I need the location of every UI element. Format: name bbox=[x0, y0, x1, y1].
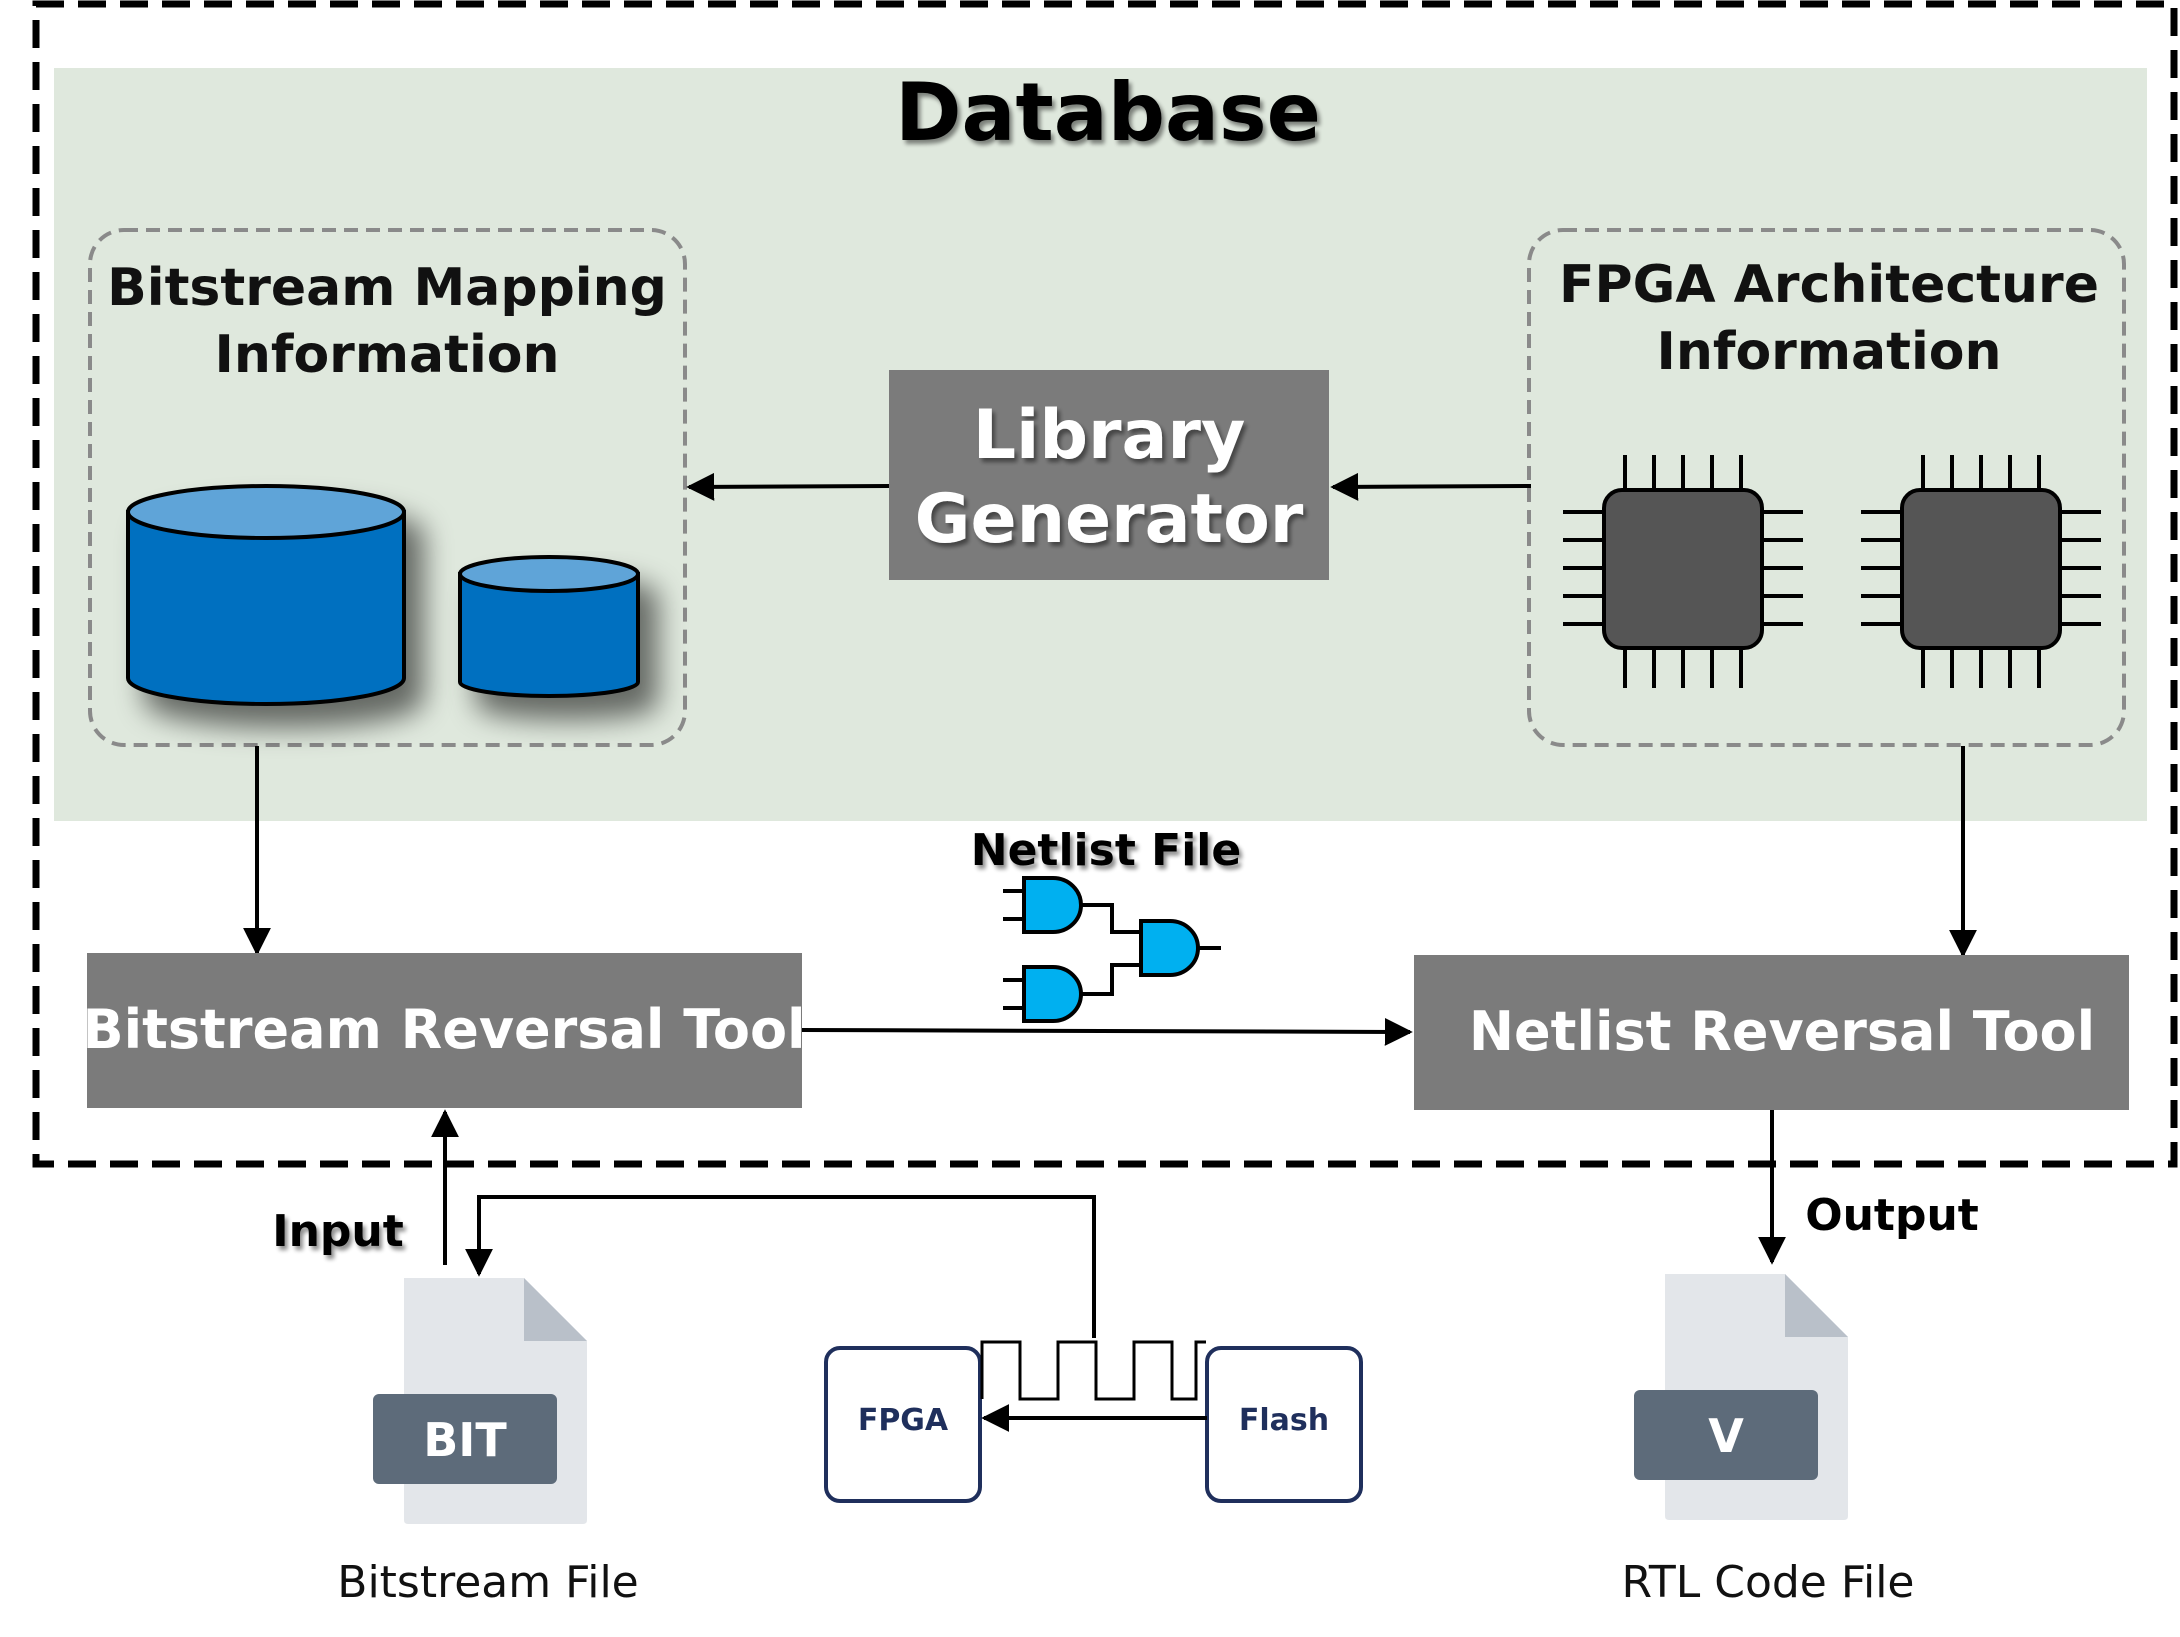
fpga-architecture-box bbox=[1527, 228, 2126, 747]
chip-icon bbox=[1861, 455, 2101, 688]
chip-icon bbox=[1563, 455, 1803, 688]
bitstream-reversal-tool-label: Bitstream Reversal Tool bbox=[82, 998, 805, 1061]
bitstream-reversal-tool-box bbox=[87, 953, 802, 1108]
system-boundary bbox=[32, 0, 2178, 1168]
library-generator-label-line1: Library bbox=[973, 396, 1246, 475]
v-file-icon bbox=[1634, 1274, 1848, 1520]
bitstream-mapping-box bbox=[88, 228, 687, 747]
input-label: Input bbox=[272, 1206, 404, 1257]
arrow-flash-to-bitstream-file bbox=[465, 1195, 1096, 1338]
database-title: Database bbox=[895, 66, 1321, 159]
library-generator-label-line2: Generator bbox=[915, 480, 1304, 559]
logic-gates-icon bbox=[1003, 876, 1221, 1023]
arrow-library-to-mapping bbox=[686, 472, 890, 501]
fpga-device-label: FPGA bbox=[858, 1403, 949, 1438]
rtl-code-file-caption: RTL Code File bbox=[1621, 1557, 1914, 1608]
database-cylinder-large-icon bbox=[126, 484, 406, 706]
bit-file-badge: BIT bbox=[423, 1413, 507, 1467]
flash-device-label: Flash bbox=[1239, 1403, 1329, 1438]
clock-waveform-icon bbox=[980, 1340, 1206, 1401]
database-cylinder-small-icon bbox=[458, 555, 640, 698]
fpga-architecture-title-line2: Information bbox=[1656, 322, 2001, 382]
arrow-bitstream-tool-to-netlist-tool bbox=[801, 1017, 1413, 1046]
v-file-badge: V bbox=[1708, 1409, 1744, 1463]
bitstream-mapping-title-line2: Information bbox=[214, 325, 559, 385]
fpga-device-box bbox=[824, 1346, 982, 1503]
output-label: Output bbox=[1805, 1190, 1979, 1241]
netlist-file-label: Netlist File bbox=[971, 825, 1241, 876]
arrow-fpga-arch-to-library bbox=[1330, 472, 1532, 501]
flash-device-box bbox=[1205, 1346, 1363, 1503]
netlist-reversal-tool-box bbox=[1414, 955, 2129, 1110]
bitstream-mapping-title-line1: Bitstream Mapping bbox=[107, 258, 667, 318]
netlist-reversal-tool-label: Netlist Reversal Tool bbox=[1469, 1000, 2095, 1063]
bit-file-icon bbox=[373, 1278, 587, 1524]
fpga-architecture-title-line1: FPGA Architecture bbox=[1559, 255, 2099, 315]
library-generator-box bbox=[889, 370, 1329, 580]
bitstream-file-caption: Bitstream File bbox=[337, 1557, 638, 1608]
